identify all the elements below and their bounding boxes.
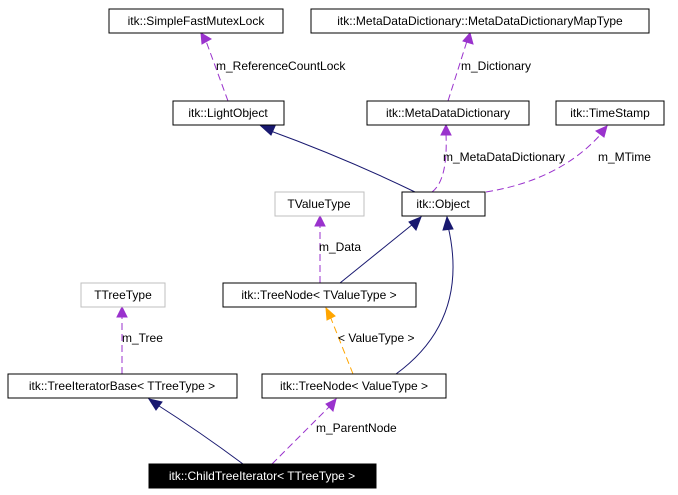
edge-inherit-object-treenode-tvalue — [339, 216, 422, 284]
edge-label-dictionary: m_Dictionary — [461, 59, 531, 73]
edge-template: < ValueType > — [325, 306, 415, 375]
node-simple-fast-mutex-lock[interactable]: itk::SimpleFastMutexLock — [108, 8, 284, 34]
node-light-object[interactable]: itk::LightObject — [172, 100, 285, 126]
node-label: itk::TimeStamp — [570, 106, 650, 120]
node-label: itk::MetaDataDictionary — [386, 106, 510, 120]
node-label: itk::ChildTreeIterator< TTreeType > — [169, 469, 355, 483]
node-label: itk::Object — [416, 197, 470, 211]
node-tree-iterator-base[interactable]: itk::TreeIteratorBase< TTreeType > — [7, 373, 238, 399]
node-tvaluetype: TValueType — [274, 191, 365, 217]
edge-label-reference-count-lock: m_ReferenceCountLock — [216, 59, 346, 73]
edge-label-tree: m_Tree — [122, 331, 163, 345]
edge-tree: m_Tree — [116, 305, 163, 374]
edge-meta-data-dictionary: m_MetaDataDictionary — [431, 123, 565, 193]
node-label: TTreeType — [94, 288, 152, 302]
edge-label-mtime: m_MTime — [598, 150, 651, 164]
edge-mtime: m_MTime — [485, 125, 651, 193]
edge-label-parent-node: m_ParentNode — [316, 421, 397, 435]
node-meta-data-dictionary-map-type[interactable]: itk::MetaDataDictionary::MetaDataDiction… — [310, 8, 650, 34]
edge-reference-count-lock: m_ReferenceCountLock — [200, 32, 346, 102]
node-label: itk::TreeNode< ValueType > — [280, 379, 428, 393]
node-label: itk::MetaDataDictionary::MetaDataDiction… — [337, 14, 623, 28]
node-object[interactable]: itk::Object — [401, 191, 486, 217]
edge-data: m_Data — [314, 214, 361, 283]
node-label: itk::SimpleFastMutexLock — [128, 14, 266, 28]
node-time-stamp[interactable]: itk::TimeStamp — [555, 100, 665, 126]
node-child-tree-iterator: itk::ChildTreeIterator< TTreeType > — [148, 463, 377, 489]
edge-dictionary: m_Dictionary — [447, 31, 531, 102]
edge-label-data: m_Data — [319, 240, 361, 254]
edge-label-meta-data-dictionary: m_MetaDataDictionary — [443, 150, 565, 164]
node-tree-node-valuetype[interactable]: itk::TreeNode< ValueType > — [261, 373, 447, 399]
edge-inherit-light-object — [259, 125, 416, 193]
edge-label-template: < ValueType > — [338, 331, 415, 345]
edge-parent-node: m_ParentNode — [271, 398, 397, 465]
edge-inherit-object-treenode-value — [395, 215, 454, 375]
node-tree-node-tvaluetype[interactable]: itk::TreeNode< TValueType > — [222, 282, 417, 308]
node-ttreetype: TTreeType — [80, 282, 166, 308]
node-label: TValueType — [287, 197, 350, 211]
node-meta-data-dictionary[interactable]: itk::MetaDataDictionary — [366, 100, 530, 126]
node-label: itk::LightObject — [188, 106, 268, 120]
node-label: itk::TreeNode< TValueType > — [241, 288, 396, 302]
edge-inherit-tree-iterator-base — [147, 398, 244, 465]
node-label: itk::TreeIteratorBase< TTreeType > — [29, 379, 215, 393]
